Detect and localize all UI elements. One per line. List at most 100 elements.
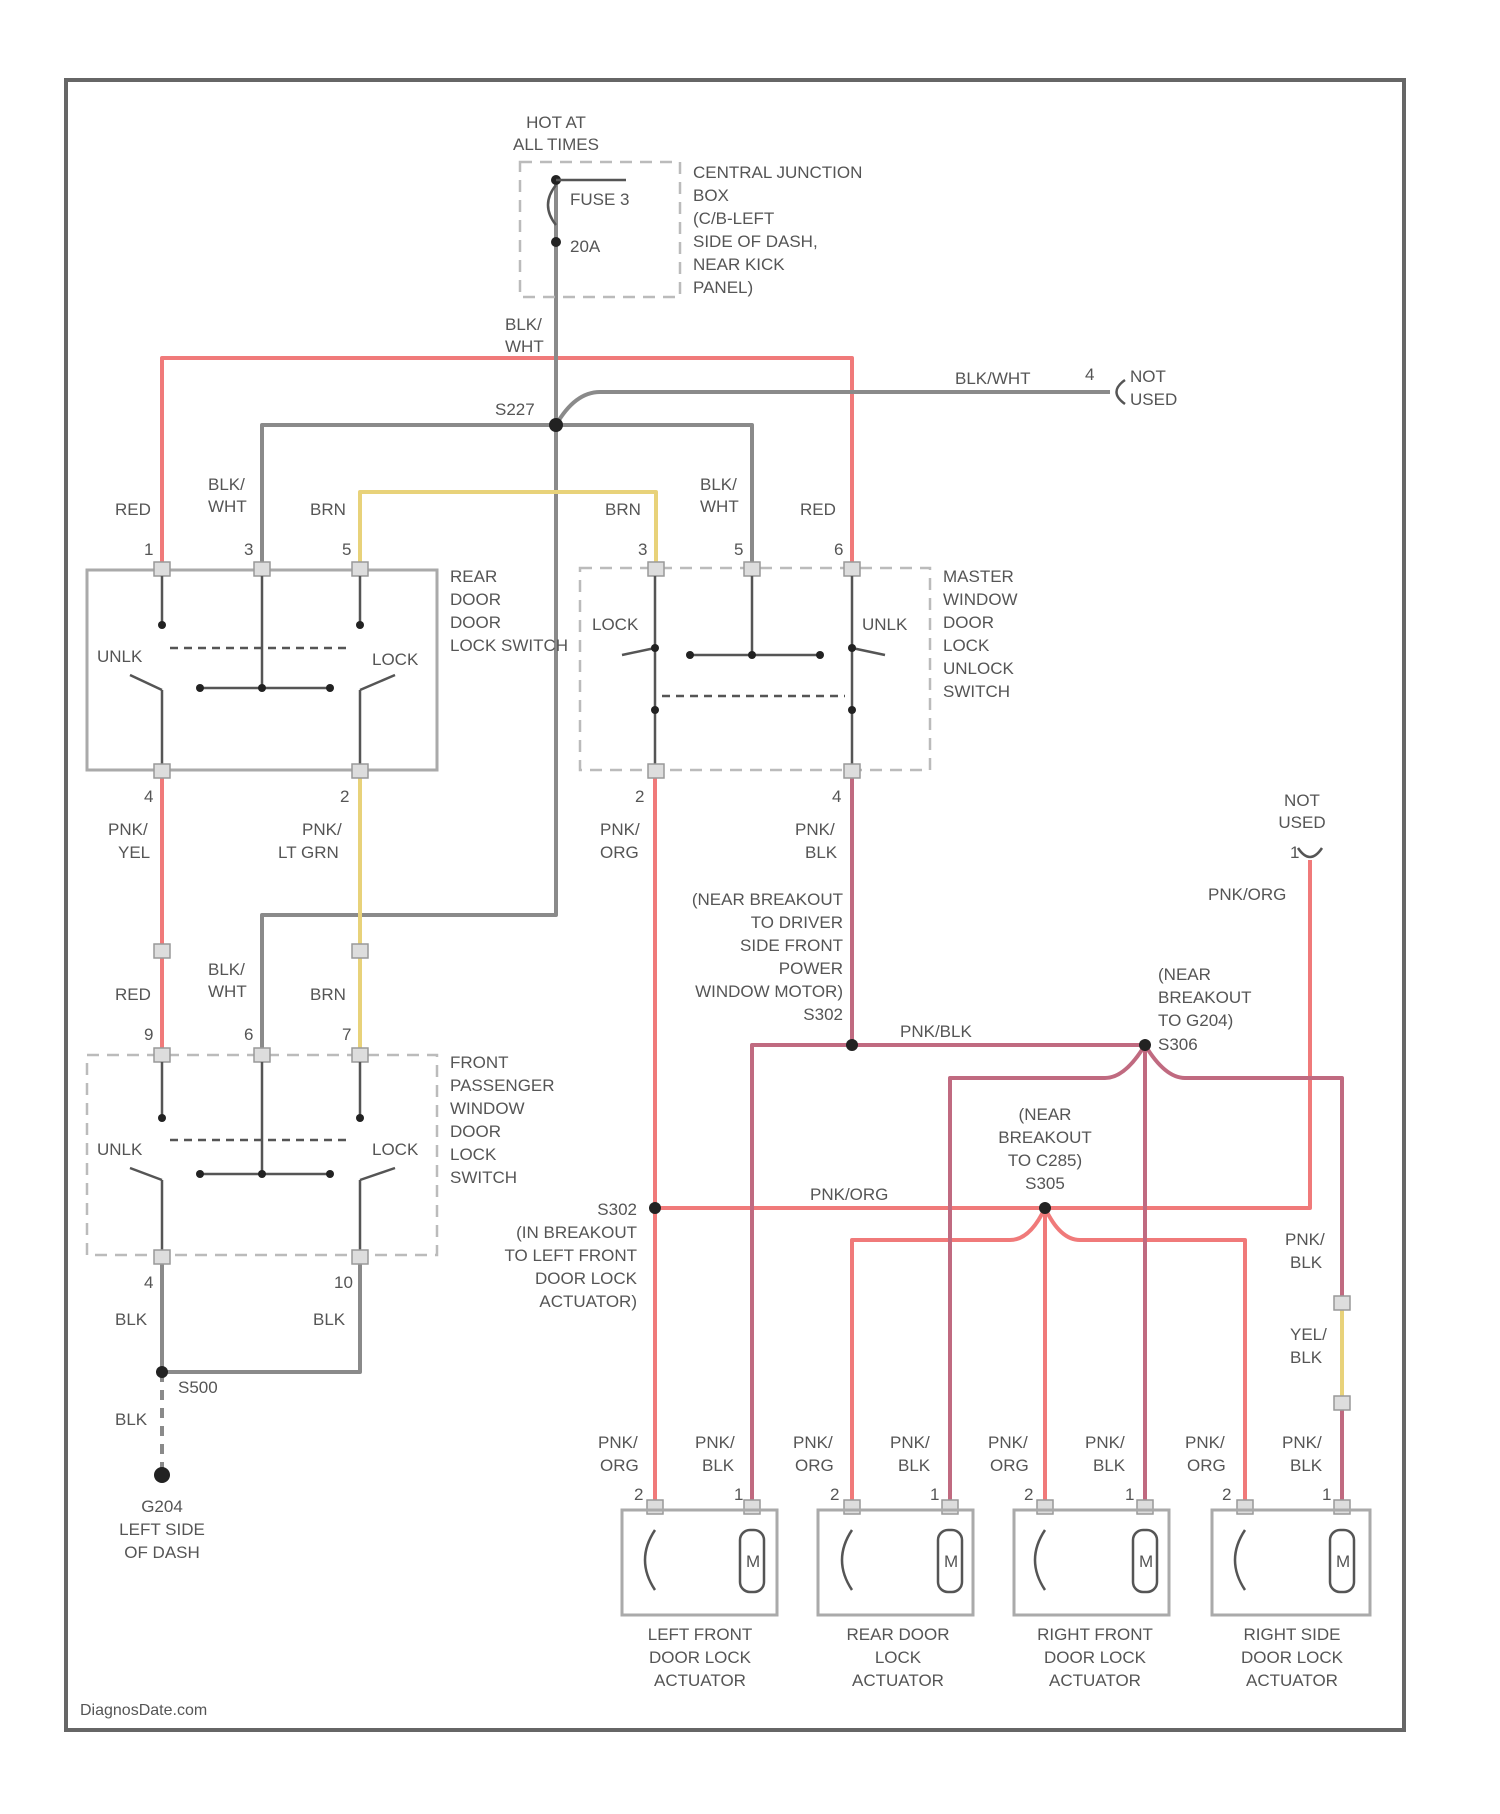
cjb-line-5: PANEL) <box>693 278 753 297</box>
ground-line-1: LEFT SIDE <box>119 1520 205 1539</box>
front-pass-conn-9 <box>154 1048 170 1062</box>
master-switch-pin-5: 5 <box>734 540 743 559</box>
act3-p2: 1 <box>1322 1485 1331 1504</box>
act2-p2: 1 <box>1125 1485 1134 1504</box>
act2-name-2: ACTUATOR <box>1049 1671 1141 1690</box>
rear-switch-lock: LOCK <box>372 650 419 669</box>
driver-breakout-1: TO DRIVER <box>751 913 843 932</box>
front-pass-conn-4 <box>154 1250 170 1264</box>
wire-label-blkwht-right-1: BLK/ <box>700 475 737 494</box>
fuse-label: FUSE 3 <box>570 190 630 209</box>
rear-switch-pin-5: 5 <box>342 540 351 559</box>
cjb-line-0: CENTRAL JUNCTION <box>693 163 862 182</box>
master-switch-dot-d <box>748 651 756 659</box>
splice-s305 <box>1039 1202 1051 1214</box>
front-pass-name-4: LOCK <box>450 1145 497 1164</box>
front-pass-dot-b <box>356 1114 364 1122</box>
front-pass-wire-brn: BRN <box>310 985 346 1004</box>
rt-pnk-blk-2: BLK <box>1290 1253 1323 1272</box>
s306-line-1: BREAKOUT <box>1158 988 1252 1007</box>
master-switch-conn-2 <box>648 764 664 778</box>
front-pass-name-2: WINDOW <box>450 1099 525 1118</box>
rear-switch-dot-c <box>196 684 204 692</box>
rear-switch-name-0: REAR <box>450 567 497 586</box>
master-switch-dot-b <box>848 644 856 652</box>
front-pass-contacts <box>130 1062 395 1250</box>
rt-inline-conn-bottom <box>1334 1396 1350 1410</box>
splice-s306 <box>1139 1039 1151 1051</box>
pnk-org-rt-label: PNK/ORG <box>1208 885 1286 904</box>
not-used-wire-label: BLK/WHT <box>955 369 1031 388</box>
act0-w2a: PNK/ <box>695 1433 735 1452</box>
front-pass-conn-7 <box>352 1048 368 1062</box>
fuse-terminal-bottom <box>551 237 561 247</box>
act1-switch <box>842 1530 852 1590</box>
cjb-line-3: SIDE OF DASH, <box>693 232 818 251</box>
rear-switch-unlk: UNLK <box>97 647 143 666</box>
s305-line-1: BREAKOUT <box>998 1128 1092 1147</box>
driver-breakout-0: (NEAR BREAKOUT <box>692 890 843 909</box>
act1-w1b: ORG <box>795 1456 834 1475</box>
ground-line-2: OF DASH <box>124 1543 200 1562</box>
feed-wire-label-1: BLK/ <box>505 315 542 334</box>
rt-not-used-1: NOT <box>1284 791 1320 810</box>
rt-inline-conn-top <box>1334 1296 1350 1310</box>
splice-s500 <box>156 1366 168 1378</box>
act0-m: M <box>746 1552 760 1571</box>
fuse-rating: 20A <box>570 237 601 256</box>
act3-name-2: ACTUATOR <box>1246 1671 1338 1690</box>
cjb-line-2: (C/B-LEFT <box>693 209 774 228</box>
wire-label-brn-right: BRN <box>605 500 641 519</box>
hot-label-2: ALL TIMES <box>513 135 599 154</box>
inline-conn-red <box>154 944 170 958</box>
not-used-pin: 4 <box>1085 365 1094 384</box>
cjb-line-1: BOX <box>693 186 729 205</box>
act0-w1a: PNK/ <box>598 1433 638 1452</box>
act0-name-0: LEFT FRONT <box>648 1625 753 1644</box>
act2-w1a: PNK/ <box>988 1433 1028 1452</box>
rt-not-used-connector <box>1298 848 1322 857</box>
master-switch-dot-a <box>651 644 659 652</box>
act0-p1: 2 <box>634 1485 643 1504</box>
wire-label-brn-left: BRN <box>310 500 346 519</box>
front-pass-dot-a <box>158 1114 166 1122</box>
rear-switch-name-3: LOCK SWITCH <box>450 636 568 655</box>
master-switch-wire-left-1: PNK/ <box>600 820 640 839</box>
master-switch-wire-left-2: ORG <box>600 843 639 862</box>
act3-switch <box>1235 1530 1245 1590</box>
master-switch-dot-e <box>816 651 824 659</box>
splice-s202 <box>649 1202 661 1214</box>
act3-w1a: PNK/ <box>1185 1433 1225 1452</box>
rear-switch-pin-3: 3 <box>244 540 253 559</box>
act2-name-1: DOOR LOCK <box>1044 1648 1147 1667</box>
act2-m: M <box>1139 1552 1153 1571</box>
not-used-label-1: NOT <box>1130 367 1166 386</box>
act0-conn-1 <box>647 1500 663 1514</box>
rear-switch-wire-right-2: LT GRN <box>278 843 339 862</box>
rt-yel-blk-2: BLK <box>1290 1348 1323 1367</box>
watermark: DiagnosDate.com <box>80 1702 207 1719</box>
s305-line-2: TO C285) <box>1008 1151 1082 1170</box>
wire-label-red-left: RED <box>115 500 151 519</box>
master-switch-conn-3 <box>648 562 664 576</box>
act2-w2b: BLK <box>1093 1456 1126 1475</box>
act2-w2a: PNK/ <box>1085 1433 1125 1452</box>
act2-switch <box>1035 1530 1045 1590</box>
rear-switch-dot-b <box>356 621 364 629</box>
gray-bus-left <box>262 425 556 568</box>
front-pass-pin-4: 4 <box>144 1273 153 1292</box>
act0-w1b: ORG <box>600 1456 639 1475</box>
front-pass-dot-e <box>326 1170 334 1178</box>
act1-w1a: PNK/ <box>793 1433 833 1452</box>
wire-label-blkwht-left-2: WHT <box>208 497 247 516</box>
rear-switch-wire-right-1: PNK/ <box>302 820 342 839</box>
front-pass-wire-blkwht-1: BLK/ <box>208 960 245 979</box>
front-pass-dot-d <box>258 1170 266 1178</box>
rear-switch-dot-e <box>326 684 334 692</box>
s306-line-0: (NEAR <box>1158 965 1211 984</box>
driver-breakout-3: POWER <box>779 959 843 978</box>
act2-p1: 2 <box>1024 1485 1033 1504</box>
master-switch-contacts <box>622 576 885 764</box>
front-pass-name-0: FRONT <box>450 1053 509 1072</box>
